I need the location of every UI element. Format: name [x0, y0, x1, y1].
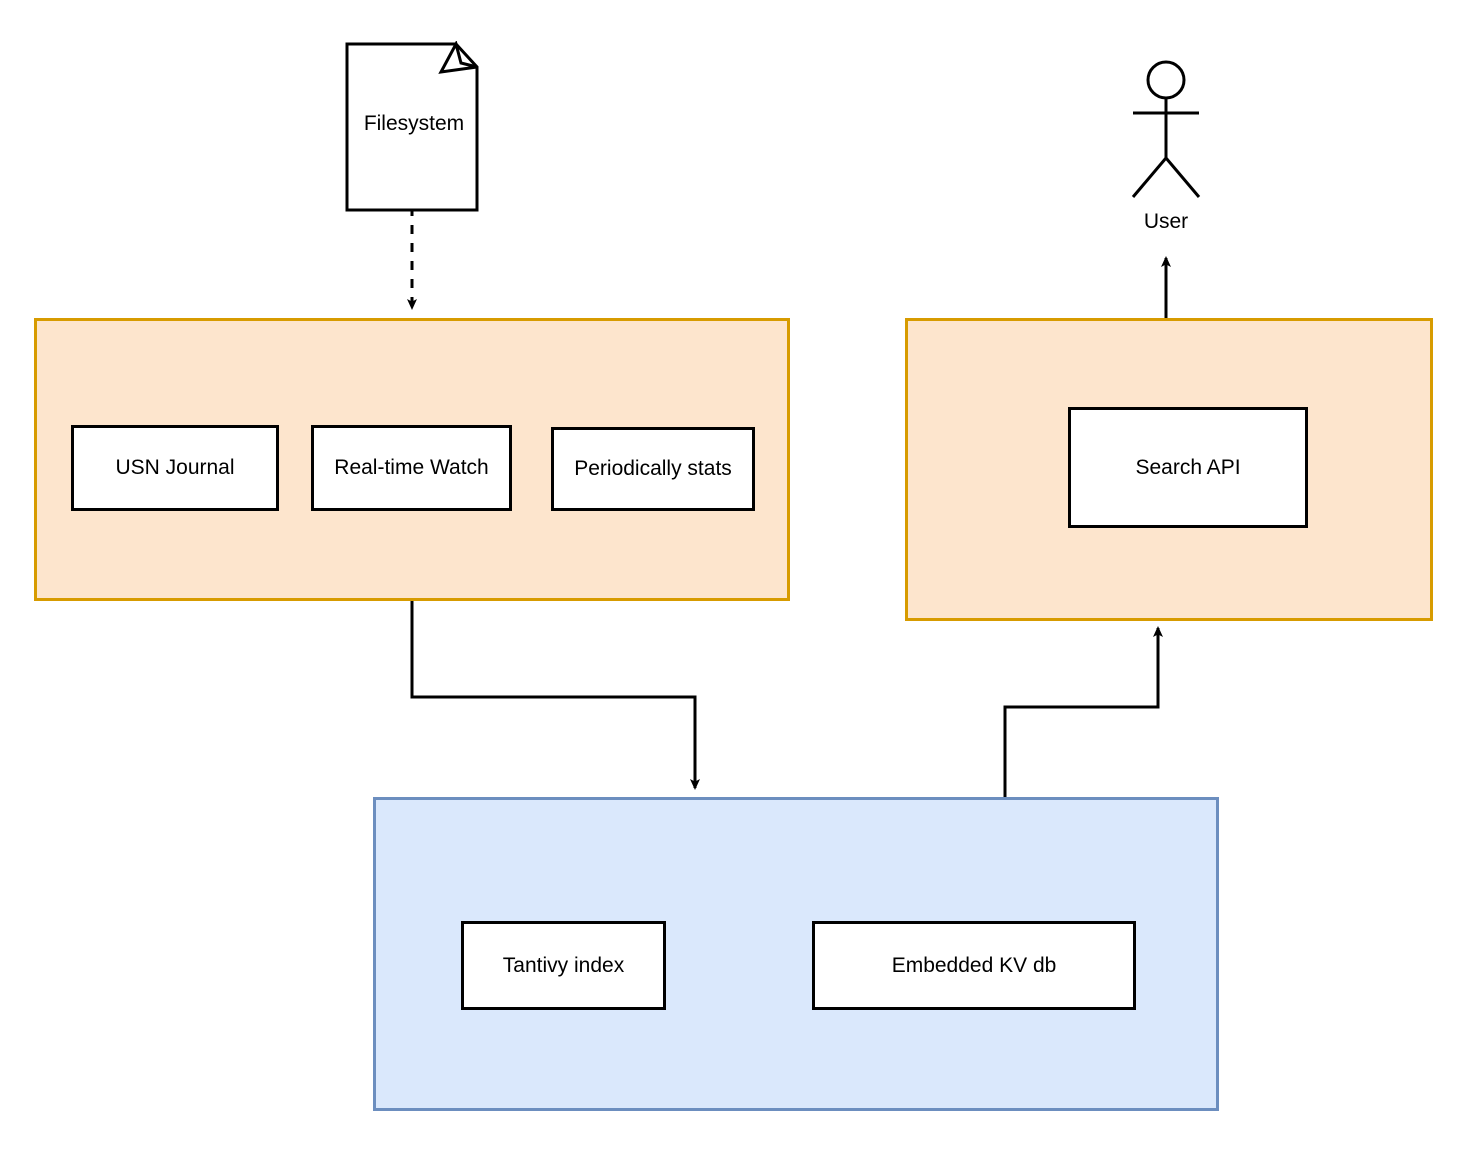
- tantivy-index-label: Tantivy index: [502, 953, 625, 977]
- document-icon: [345, 39, 479, 212]
- edge-indexer-to-storage: [410, 600, 700, 790]
- edge-storage-to-search: [1003, 626, 1163, 797]
- filesystem-node[interactable]: Filesystem: [344, 39, 484, 213]
- tantivy-index-box[interactable]: Tantivy index: [461, 921, 666, 1010]
- periodically-stats-label: Periodically stats: [574, 457, 732, 481]
- search-api-box[interactable]: Search API: [1068, 407, 1308, 528]
- usn-journal-box[interactable]: USN Journal: [71, 425, 279, 511]
- periodically-stats-box[interactable]: Periodically stats: [551, 427, 755, 511]
- embedded-kv-db-label: Embedded KV db: [891, 953, 1057, 977]
- search-group-container[interactable]: [905, 318, 1433, 621]
- embedded-kv-db-box[interactable]: Embedded KV db: [812, 921, 1136, 1010]
- realtime-watch-box[interactable]: Real-time Watch: [311, 425, 512, 511]
- stick-figure-icon: [1131, 60, 1201, 198]
- realtime-watch-label: Real-time Watch: [334, 456, 489, 480]
- search-api-label: Search API: [1135, 455, 1241, 479]
- user-label: User: [1143, 209, 1189, 233]
- user-actor[interactable]: User: [1125, 60, 1207, 233]
- usn-journal-label: USN Journal: [115, 456, 235, 480]
